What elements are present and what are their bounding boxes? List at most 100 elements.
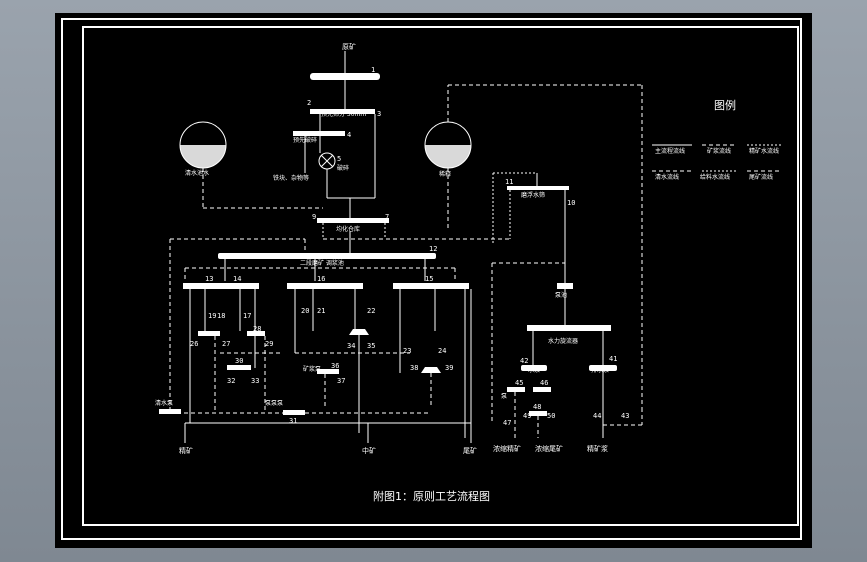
unit-screen [310, 109, 375, 114]
legend-item-6: 尾矿流线 [749, 173, 773, 181]
diagram-title: 附图1：原则工艺流程图 [373, 489, 490, 503]
num-39: 39 [445, 364, 453, 372]
unit-water-screen [507, 186, 569, 190]
num-3: 3 [377, 110, 381, 118]
num-7: 7 [385, 213, 389, 221]
label-drain-pump: 排水泵 [591, 366, 609, 374]
num-36: 36 [331, 362, 339, 370]
legend-title: 图例 [714, 98, 736, 112]
num-24: 24 [438, 347, 446, 355]
num-28: 28 [253, 325, 261, 333]
unit-water-pump [521, 365, 547, 371]
num-46: 46 [540, 379, 548, 387]
num-20: 20 [301, 307, 309, 315]
drawing-border-inner [82, 26, 799, 526]
num-19: 19 [208, 312, 216, 320]
num-17: 17 [243, 312, 251, 320]
num-50: 50 [547, 412, 555, 420]
num-44: 44 [593, 412, 601, 420]
label-out6: 精矿浆 [587, 444, 608, 453]
unit-collector [283, 410, 305, 415]
unit-pump-c [533, 387, 551, 392]
label-feed: 原矿 [342, 42, 356, 51]
num-29: 29 [265, 340, 273, 348]
crusher-cross-b [320, 154, 334, 168]
legend-item-5: 给料水流线 [700, 173, 730, 181]
label-out1: 精矿 [179, 446, 193, 455]
label-out2: 中矿 [362, 446, 376, 455]
drawing-border-outer [61, 18, 802, 540]
num-43: 43 [621, 412, 629, 420]
num-10: 10 [567, 199, 575, 207]
num-18: 18 [217, 312, 225, 320]
label-out3: 尾矿 [463, 446, 477, 455]
num-38: 38 [410, 364, 418, 372]
unit-drain-pump [589, 365, 617, 371]
legend-item-4: 清水流线 [655, 173, 679, 181]
num-34: 34 [347, 342, 355, 350]
legend-item-2: 矿浆流线 [707, 147, 731, 155]
num-12: 12 [429, 245, 437, 253]
num-9: 9 [312, 213, 316, 221]
unit-r1-sub-c [227, 365, 251, 370]
num-2: 2 [307, 99, 311, 107]
label-water-screen: 磨浮水筛 [521, 191, 545, 199]
label-pump-b: 泵泵泵 [265, 400, 283, 407]
label-out4: 浓缩精矿 [493, 444, 521, 453]
num-4: 4 [347, 131, 351, 139]
pump-r3-icon [421, 367, 441, 373]
num-33: 33 [251, 377, 259, 385]
unit-sub-pump [557, 283, 573, 289]
num-23: 23 [403, 347, 411, 355]
label-water-pump: 水泵 [528, 366, 540, 374]
num-30: 30 [235, 357, 243, 365]
tank-right-fill [425, 145, 471, 168]
num-16: 16 [317, 275, 325, 283]
unit-r1-sub-b [247, 331, 265, 336]
label-crusher-side: 破碎 [337, 164, 349, 172]
num-31: 31 [289, 417, 297, 425]
label-homogenize: 均化仓库 [336, 225, 360, 233]
unit-crusher-feed [293, 131, 345, 136]
unit-cell-row-1 [183, 283, 259, 289]
num-13: 13 [205, 275, 213, 283]
label-left-box: 清水泵 [155, 399, 173, 407]
label-out5: 浓缩尾矿 [535, 444, 563, 453]
num-42: 42 [520, 357, 528, 365]
unit-cell-row-2 [287, 283, 363, 289]
num-41: 41 [609, 355, 617, 363]
num-26: 26 [190, 340, 198, 348]
num-21: 21 [317, 307, 325, 315]
pump-r2-icon [349, 329, 369, 335]
unit-slurry-distributor [218, 253, 436, 259]
num-11: 11 [505, 178, 513, 186]
unit-water-cyclone [527, 325, 611, 331]
label-pump-a: 泵 [501, 393, 507, 400]
num-15: 15 [425, 275, 433, 283]
num-47: 47 [503, 419, 511, 427]
cad-viewport[interactable]: 原矿 1 预先筛分 50mm 2 3 预先破碎 4 5 破碎 铁块、杂物等 清水… [55, 13, 812, 548]
unit-pump-a [507, 387, 525, 392]
label-iron-removal: 铁块、杂物等 [273, 174, 309, 182]
num-5: 5 [337, 155, 341, 163]
unit-homogenize [317, 218, 389, 223]
unit-r1-sub-a [198, 331, 220, 336]
flow-diagram-canvas: 原矿 1 预先筛分 50mm 2 3 预先破碎 4 5 破碎 铁块、杂物等 清水… [155, 42, 782, 503]
num-49: 49 [523, 412, 531, 420]
label-sub-pump: 泵池 [555, 291, 567, 299]
unit-left-box [159, 409, 181, 414]
num-37: 37 [337, 377, 345, 385]
unit-feeder [310, 73, 380, 80]
num-48: 48 [533, 403, 541, 411]
num-22: 22 [367, 307, 375, 315]
unit-r2-sub [317, 369, 339, 374]
num-32: 32 [227, 377, 235, 385]
unit-pump-d [529, 411, 547, 416]
num-35: 35 [367, 342, 375, 350]
label-slurry-a: 矿浆泵 [303, 365, 321, 373]
unit-cell-row-3 [393, 283, 469, 289]
legend-item-1: 主流程流线 [655, 147, 685, 155]
num-1: 1 [371, 66, 375, 74]
num-27: 27 [222, 340, 230, 348]
label-slurry-pump: 二段磨矿 调浆池 [300, 259, 344, 267]
